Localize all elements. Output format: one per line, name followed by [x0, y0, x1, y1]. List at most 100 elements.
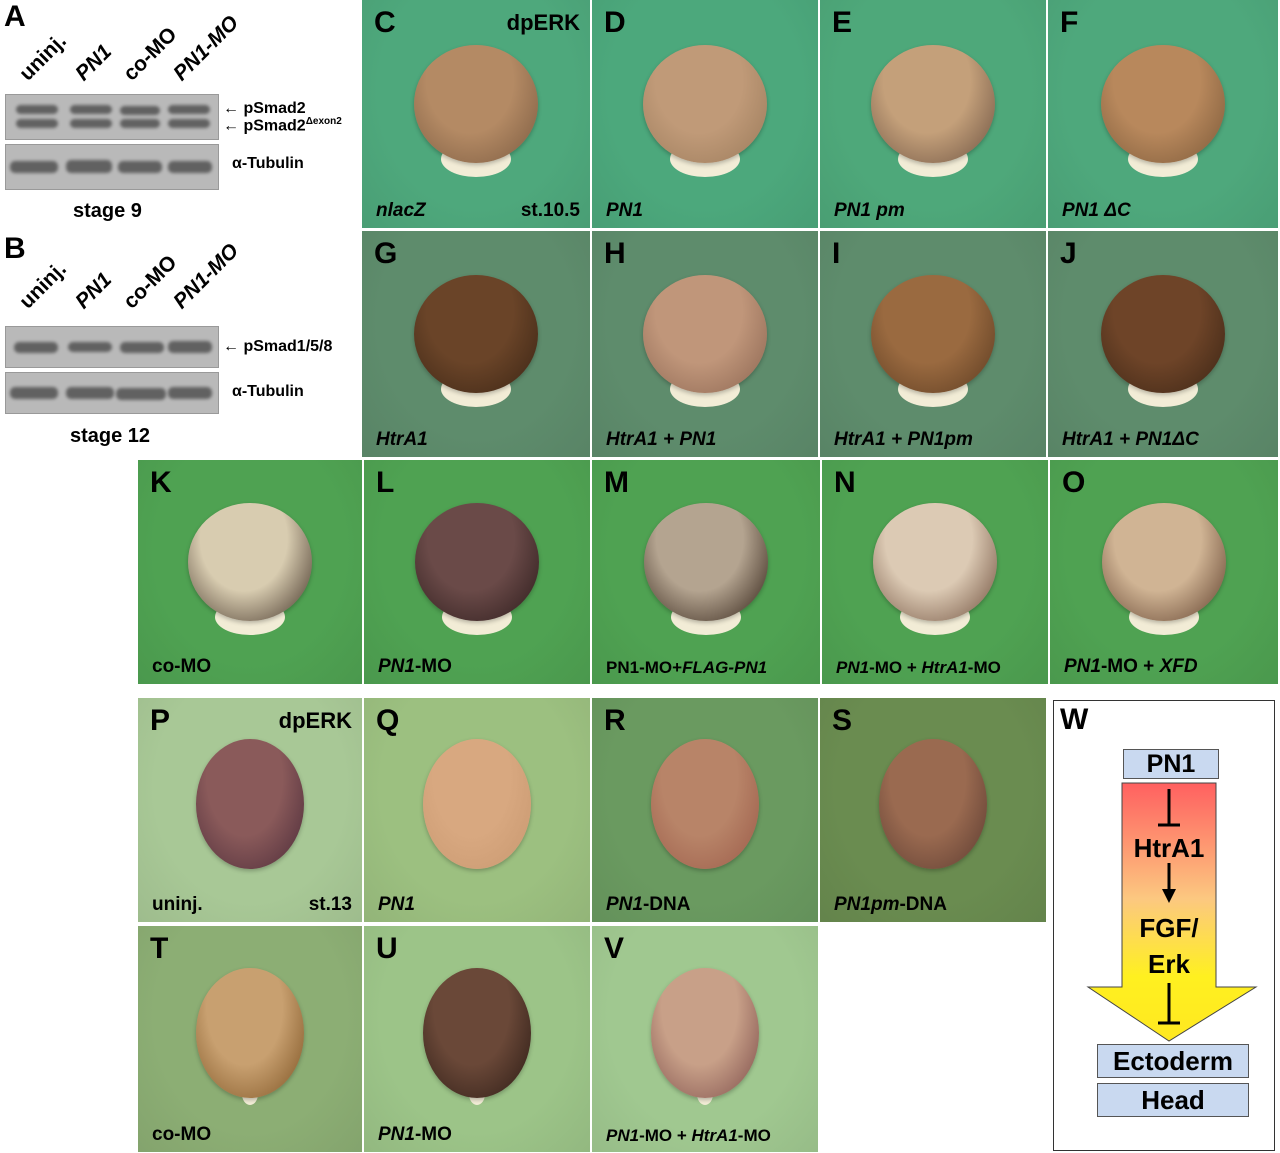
panel-l: L PN1-MO	[364, 460, 590, 684]
caption-segment: HtrA1 + PN1	[606, 429, 717, 450]
node-ectoderm: Ectoderm	[1097, 1044, 1249, 1078]
embryo	[1101, 45, 1225, 163]
panel-caption: PN1-MO	[378, 656, 452, 678]
panel-caption: HtrA1	[376, 429, 428, 451]
node-fgf: FGF/	[1139, 913, 1199, 943]
embryo	[651, 968, 759, 1098]
panel-e: E PN1 pm	[820, 0, 1046, 228]
lane-label: PN1	[71, 268, 117, 314]
caption-segment: XFD	[1159, 656, 1198, 677]
pathway-arrow	[1086, 782, 1258, 1042]
panel-caption: PN1 ΔC	[1062, 200, 1131, 222]
caption-segment: uninj.	[152, 894, 203, 915]
panel-o: O PN1-MO + XFD	[1050, 460, 1278, 684]
embryo	[188, 503, 312, 621]
lane-label: uninj.	[15, 29, 71, 86]
panel-caption: PN1-MO + HtrA1-MO	[606, 1126, 771, 1146]
panel-letter: N	[834, 466, 856, 499]
blot-psmad158	[5, 326, 219, 368]
caption-segment: -DNA	[899, 894, 947, 915]
caption-segment: PN1	[606, 200, 643, 221]
panel-n: N PN1-MO + HtrA1-MO	[822, 460, 1048, 684]
panel-caption: HtrA1 + PN1ΔC	[1062, 429, 1199, 451]
caption-segment: FLAG-PN1	[682, 658, 768, 677]
caption-segment: -MO	[737, 1126, 771, 1145]
embryo	[1102, 503, 1226, 621]
stain-label: dpERK	[278, 708, 352, 733]
embryo	[196, 739, 304, 869]
lane-label: co-MO	[119, 250, 182, 314]
band-label: α-Tubulin	[232, 155, 304, 172]
panel-caption: nlacZ	[376, 200, 426, 222]
panel-caption: PN1-MO + XFD	[1064, 656, 1198, 678]
panel-caption: PN1	[378, 894, 415, 916]
panel-caption: PN1-MO	[378, 1124, 452, 1146]
panel-letter: E	[832, 6, 853, 39]
embryo	[415, 503, 539, 621]
panel-letter: O	[1062, 466, 1086, 499]
caption-segment: HtrA1	[921, 658, 968, 677]
lane-label: PN1-MO	[169, 239, 244, 314]
panel-letter: L	[376, 466, 395, 499]
stain-label: dpERK	[506, 10, 580, 35]
node-htra1: HtrA1	[1133, 833, 1205, 863]
caption-segment: -MO +	[639, 1126, 692, 1145]
caption-segment: co-MO	[152, 1124, 212, 1145]
caption-segment: HtrA1	[691, 1126, 738, 1145]
blot-tubulin	[5, 144, 219, 190]
embryo	[871, 45, 995, 163]
panel-caption: PN1-MO+FLAG-PN1	[606, 658, 767, 678]
panel-letter: F	[1060, 6, 1079, 39]
caption-segment: co-MO	[152, 656, 212, 677]
panel-letter: S	[832, 704, 853, 737]
caption-segment: PN1	[378, 656, 415, 677]
panel-f: F PN1 ΔC	[1048, 0, 1278, 228]
caption-segment: -MO	[967, 658, 1001, 677]
panel-letter-b: B	[4, 232, 26, 265]
lane-label: PN1-MO	[169, 11, 244, 86]
embryo	[871, 275, 995, 393]
blot-tubulin	[5, 372, 219, 414]
panel-u: U PN1-MO	[364, 926, 590, 1152]
embryo	[644, 503, 768, 621]
node-erk: Erk	[1148, 949, 1190, 979]
caption-segment: PN1 pm	[834, 200, 905, 221]
panel-caption: PN1-MO + HtrA1-MO	[836, 658, 1001, 678]
embryo	[423, 739, 531, 869]
panel-v: V PN1-MO + HtrA1-MO	[592, 926, 818, 1152]
panel-letter: U	[376, 932, 398, 965]
node-head: Head	[1097, 1083, 1249, 1117]
stage-label: stage 9	[73, 200, 142, 222]
panel-caption: co-MO	[152, 1124, 211, 1146]
panel-caption: PN1pm-DNA	[834, 894, 947, 916]
panel-caption: PN1 pm	[834, 200, 905, 222]
caption-segment: PN1	[606, 894, 643, 915]
embryo	[873, 503, 997, 621]
embryo	[196, 968, 304, 1098]
panel-letter: V	[604, 932, 625, 965]
lane-label: PN1	[71, 40, 117, 86]
embryo	[423, 968, 531, 1098]
panel-letter: P	[150, 704, 171, 737]
caption-segment: PN1 ΔC	[1062, 200, 1131, 221]
caption-segment: -MO +	[1100, 656, 1160, 677]
caption-segment: nlacZ	[376, 200, 426, 221]
embryo	[643, 45, 767, 163]
caption-segment: PN1	[378, 894, 415, 915]
panel-letter-a: A	[4, 0, 26, 33]
caption-segment: -MO+	[639, 658, 683, 677]
panel-caption: uninj.	[152, 894, 203, 916]
caption-segment: PN1	[378, 1124, 415, 1145]
caption-segment: PN1	[1064, 656, 1101, 677]
caption-segment: PN1	[606, 658, 640, 677]
